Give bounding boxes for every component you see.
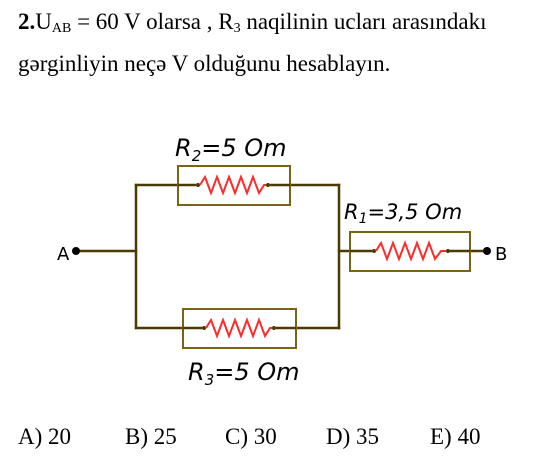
- question-text-part-1: = 60 V olarsa , R: [71, 9, 234, 34]
- terminal-b-label: B: [495, 244, 507, 265]
- resistor-subscript: 3: [233, 21, 241, 36]
- r3-label: R3=5 Om: [188, 358, 300, 389]
- r2-subscript: 2: [192, 147, 202, 165]
- r3-value: =5 Om: [214, 358, 299, 386]
- answer-option-b[interactable]: B) 25: [125, 424, 177, 449]
- r3-subscript: 3: [205, 371, 215, 389]
- terminal-a-label: A: [57, 244, 70, 265]
- answer-option-c[interactable]: C) 30: [225, 424, 277, 449]
- question-text-part-2: naqilinin ucları arasındakı gərginliyin …: [18, 9, 487, 76]
- r2-value: =5 Om: [201, 134, 286, 162]
- resistor-r2: [177, 165, 291, 206]
- r2-label: R2=5 Om: [175, 134, 287, 165]
- answer-option-e[interactable]: E) 40: [430, 424, 481, 449]
- terminal-a-dot: [72, 247, 80, 255]
- wires: [76, 183, 487, 330]
- answer-option-a[interactable]: A) 20: [18, 424, 72, 449]
- answer-options: A) 20 B) 25 C) 30 D) 35 E) 40: [18, 424, 518, 460]
- resistor-r1: [349, 231, 471, 272]
- terminal-b-dot: [483, 247, 491, 255]
- question-number: 2.: [18, 9, 36, 34]
- answer-option-d[interactable]: D) 35: [326, 424, 380, 449]
- voltage-subscript: AB: [51, 21, 72, 36]
- question-text: 2.UAB = 60 V olarsa , R3 naqilinin uclar…: [18, 4, 518, 81]
- r1-label: R1=3,5 Om: [344, 200, 462, 227]
- r1-subscript: 1: [359, 211, 368, 227]
- voltage-symbol: U: [35, 9, 52, 34]
- r1-value: =3,5 Om: [368, 200, 463, 224]
- resistor-r3: [182, 308, 297, 349]
